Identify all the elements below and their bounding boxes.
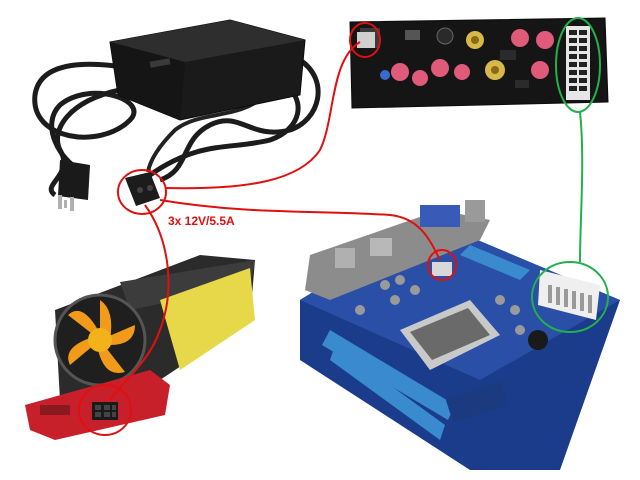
callout-adapter-connector xyxy=(117,169,167,215)
dc-dc-power-board xyxy=(349,17,609,109)
callout-cpu-power xyxy=(427,249,457,281)
callout-gpu-power xyxy=(78,384,132,436)
pcie-power-connector xyxy=(92,402,118,420)
line-adapter-to-board xyxy=(164,41,361,190)
callout-dc-input xyxy=(349,22,381,58)
atx-24pin-header xyxy=(566,26,590,100)
ac-plug xyxy=(58,160,90,211)
graphics-card xyxy=(25,255,255,440)
line-adapter-to-gpu xyxy=(109,204,170,401)
callout-board-24pin xyxy=(555,17,601,113)
wiring-callouts xyxy=(78,17,609,436)
power-adapter xyxy=(32,19,321,211)
line-adapter-to-cpu-power xyxy=(159,199,441,261)
callout-motherboard-24pin xyxy=(531,261,609,333)
line-atx-24pin xyxy=(579,111,584,263)
motherboard xyxy=(300,200,620,470)
dc-output-connector xyxy=(125,172,160,206)
power-rating-label: 3x 12V/5.5A xyxy=(168,214,235,228)
dc-input-jack xyxy=(357,32,375,48)
